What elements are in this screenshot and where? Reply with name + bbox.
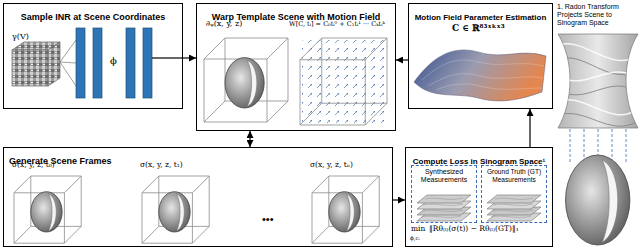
box-title: Motion Field Parameter Estimation	[415, 13, 547, 22]
math-label: σ(x, y, z, t₀)	[12, 161, 55, 170]
parameter-surface	[414, 50, 546, 101]
scene-frame	[312, 176, 379, 243]
scene-frame	[14, 176, 81, 243]
measurement-box: Ground Truth (GT) Measurements	[481, 165, 547, 223]
noise-cube	[12, 42, 60, 86]
math-label: σ(x, y, z, tₙ)	[310, 161, 353, 170]
math-label: ϕ,cᵢ	[410, 235, 420, 241]
template-cube	[204, 38, 288, 122]
radon-object	[566, 155, 630, 245]
sinogram-stack	[417, 195, 471, 221]
sinogram-stack	[487, 195, 541, 221]
network-links	[60, 40, 76, 86]
flow-arrow	[183, 57, 196, 58]
measurement-box: Synthesized Measurements	[411, 165, 477, 223]
box-title: Sample INR at Scene Coordinates	[21, 12, 166, 22]
flow-arrow	[393, 199, 405, 200]
scene-frame	[142, 176, 209, 243]
sinogram	[556, 34, 640, 128]
math-label: W[C, tᵢ] = C₀tᵢ⁰ + C₁tᵢ¹ ··· Cₖtᵢᵏ	[289, 21, 385, 28]
box-label: Synthesized Measurements	[414, 168, 474, 184]
network-layers	[76, 28, 152, 98]
ellipsis: •••	[262, 213, 274, 226]
flow-arrow	[396, 59, 408, 60]
flow-arrow	[529, 109, 530, 147]
math-label: C ∈ ℝ⁸³ˣᵏˣ³	[452, 23, 505, 33]
motion-field	[300, 38, 387, 125]
math-label: γ(V)	[12, 32, 29, 41]
network-output-line	[152, 57, 183, 58]
box-label: Ground Truth (GT) Measurements	[484, 168, 544, 183]
process-box: Sample INR at Scene Coordinates	[3, 3, 183, 109]
flow-arrow	[249, 131, 250, 147]
math-label: ∂ᵩ(x, y, z)	[206, 19, 242, 28]
process-box: Motion Field Parameter Estimation	[408, 3, 553, 109]
math-label: min	[411, 225, 425, 234]
math-label: ‖Rθ₍ₜ₎(σ(t)) − Rθ₍ₜ₎(GT)‖₁	[429, 225, 519, 234]
math-label: ϕ	[110, 55, 117, 67]
math-label: σ(x, y, z, t₁)	[140, 161, 183, 170]
figure-caption: 1. Radon Transform Projects Scene to Sin…	[557, 3, 637, 27]
